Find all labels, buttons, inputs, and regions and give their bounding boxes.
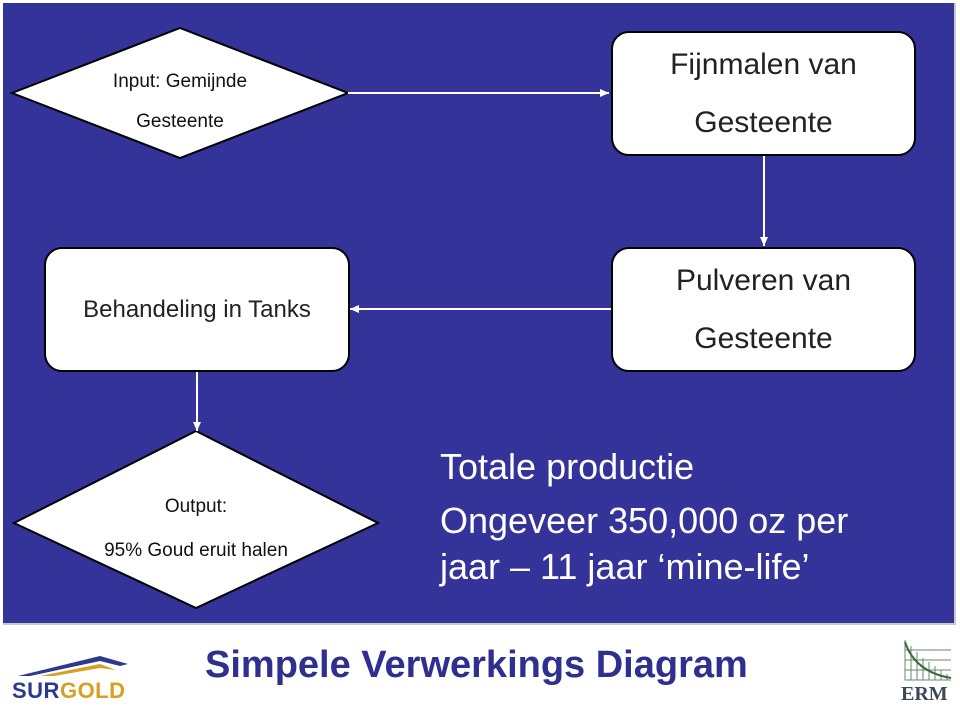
input-node-line2: Gesteente bbox=[136, 111, 224, 132]
grind-node-line1: Fijnmalen van bbox=[670, 47, 857, 81]
erm-logo: ERM bbox=[895, 636, 955, 706]
production-info-line2: Ongeveer 350,000 oz per bbox=[440, 500, 849, 541]
surgold-logo: SURGOLD bbox=[10, 650, 135, 705]
page-title: Simpele Verwerkings Diagram bbox=[205, 644, 748, 686]
pulverize-node-line2: Gesteente bbox=[694, 321, 833, 355]
grind-node-line2: Gesteente bbox=[694, 105, 833, 139]
tanks-node-line1: Behandeling in Tanks bbox=[83, 295, 311, 323]
output-diamond bbox=[11, 429, 381, 610]
production-info: Totale productie Ongeveer 350,000 oz per… bbox=[440, 444, 950, 590]
output-node-label: Output: 95% Goud eruit halen bbox=[66, 485, 326, 573]
grind-node: Fijnmalen van Gesteente bbox=[611, 31, 916, 156]
tanks-node: Behandeling in Tanks bbox=[44, 247, 350, 372]
input-node-label: Input: Gemijnde Gesteente bbox=[60, 62, 300, 142]
surgold-roof-icon bbox=[18, 656, 128, 676]
erm-emblem-icon bbox=[904, 640, 952, 681]
pulverize-node: Pulveren van Gesteente bbox=[611, 247, 916, 372]
output-node-line1: Output: bbox=[164, 496, 228, 517]
output-node-line2: 95% Goud eruit halen bbox=[104, 540, 288, 561]
surgold-wordmark-sur: SUR bbox=[12, 678, 60, 703]
pulverize-node-line1: Pulveren van bbox=[675, 263, 852, 297]
surgold-wordmark-gold: GOLD bbox=[59, 678, 126, 703]
production-info-line3: jaar – 11 jaar ‘mine-life’ bbox=[440, 546, 810, 587]
input-node-line1: Input: Gemijnde bbox=[112, 71, 248, 92]
erm-wordmark: ERM bbox=[901, 683, 948, 705]
surgold-wordmark: SURGOLD bbox=[12, 678, 126, 704]
production-info-line1: Totale productie bbox=[440, 446, 695, 487]
